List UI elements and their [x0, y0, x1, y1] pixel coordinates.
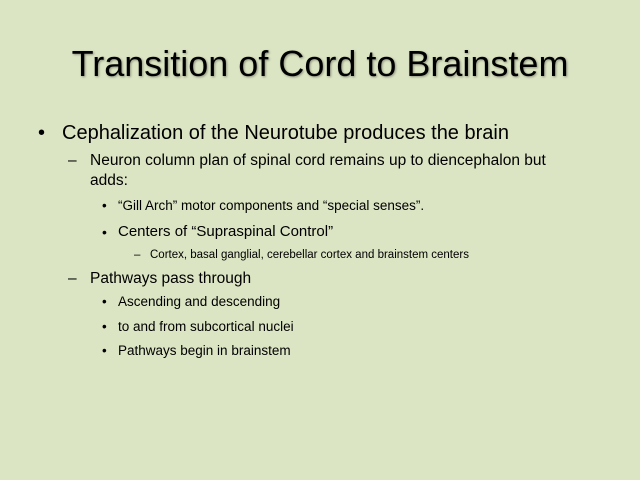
bullet-marker: • [38, 122, 46, 144]
bullet-marker: • [102, 198, 107, 213]
bullet-text: “Gill Arch” motor components and “specia… [118, 198, 425, 213]
dash-marker: – [134, 249, 141, 261]
bullet-text: Centers of “Supraspinal Control” [118, 223, 334, 240]
dash-marker: – [68, 270, 77, 287]
dash-marker: – [68, 152, 77, 169]
bullet-marker: • [102, 319, 107, 334]
bullet-text: Pathways pass through [90, 270, 252, 287]
bullet-text: Pathways begin in brainstem [118, 343, 291, 358]
bullet-text: to and from subcortical nuclei [118, 319, 294, 334]
bullet-text: Cephalization of the Neurotube produces … [62, 122, 509, 144]
slide-title: Transition of Cord to Brainstem [71, 43, 569, 84]
bullet-text: Ascending and descending [118, 294, 281, 309]
bullet-marker: • [102, 343, 107, 358]
bullet-text-line2: adds: [90, 172, 128, 189]
bullet-text-line1: Neuron column plan of spinal cord remain… [90, 152, 546, 169]
bullet-marker: • [102, 224, 107, 240]
bullet-text: Cortex, basal ganglial, cerebellar corte… [150, 249, 469, 261]
bullet-marker: • [102, 294, 107, 309]
